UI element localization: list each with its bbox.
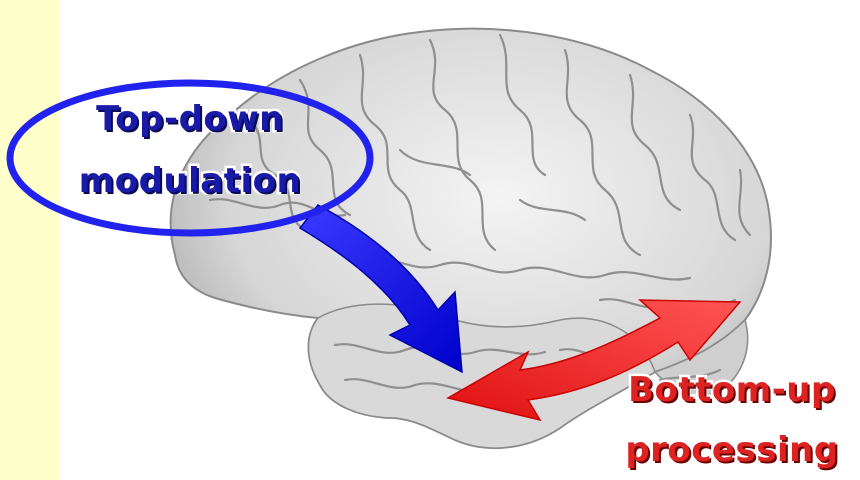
bottom-up-label-line-1: Bottom-up [612, 360, 852, 420]
top-down-label-line-2: modulation [55, 150, 325, 212]
bottom-up-label: Bottom-up processing [612, 360, 852, 480]
bottom-up-label-line-2: processing [612, 420, 852, 480]
top-down-label: Top-down modulation [55, 88, 325, 212]
top-down-label-line-1: Top-down [55, 88, 325, 150]
